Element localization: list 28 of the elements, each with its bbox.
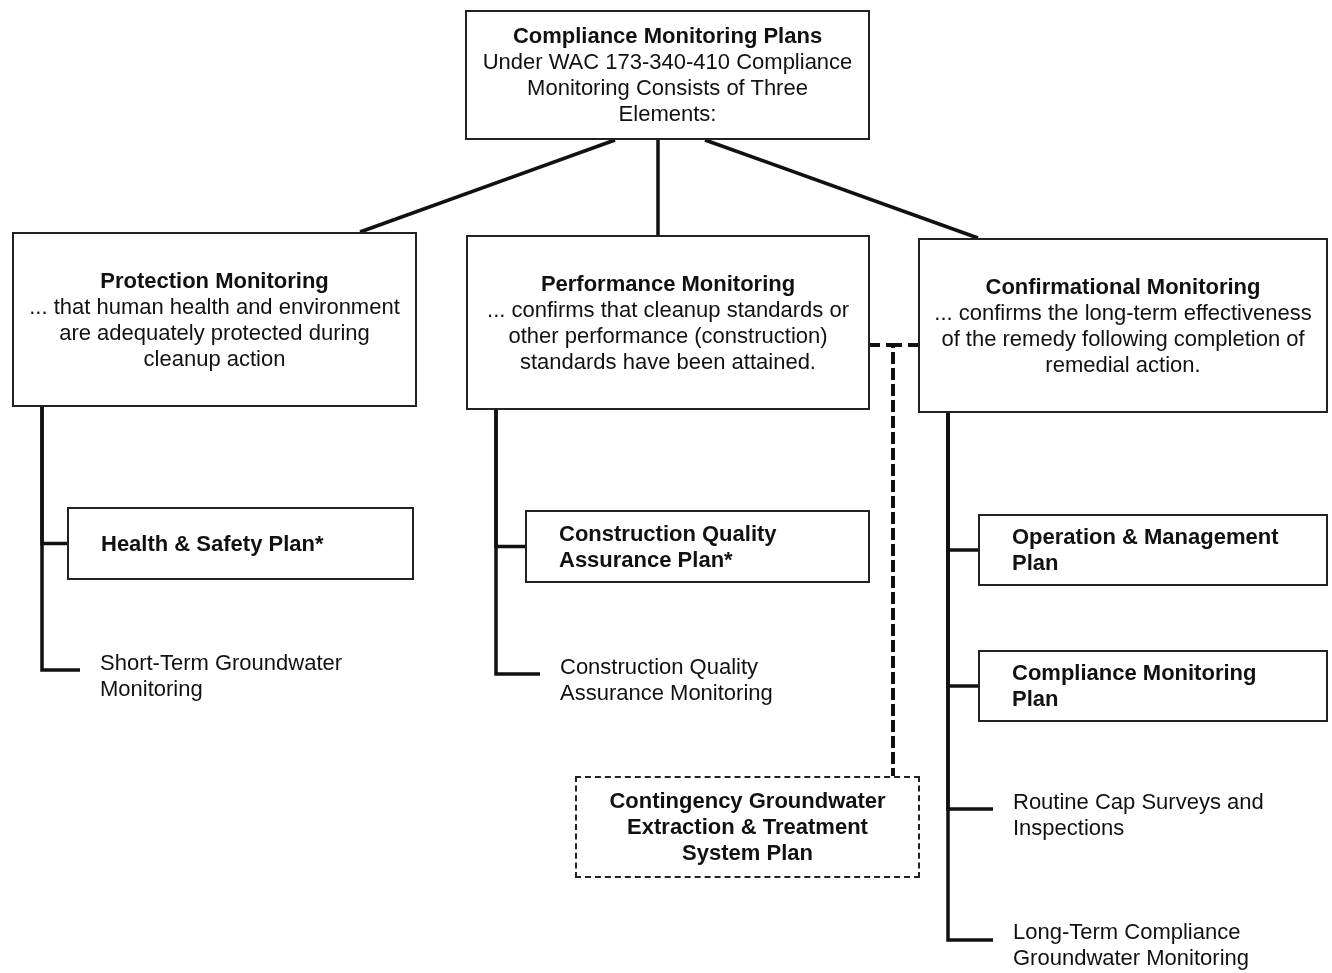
category-box [466,235,870,410]
dashed-connector [891,343,918,776]
plan-box [525,510,870,583]
box-heading: Confirmational Monitoring [985,273,1261,300]
plan-title: Compliance Monitoring Plan [1012,660,1258,712]
plan-title: Contingency Groundwater Extraction & Treatment System Plan [608,788,887,866]
box-description: ... that human health and environment are adequately protected during cleanup action [28,293,401,372]
plan-box [67,507,414,580]
box-description: Under WAC 173-340-410 Compliance Monitoring Consists of Three Elements: [481,49,854,127]
box-heading: Performance Monitoring [540,270,796,297]
box-description: ... confirms that cleanup standards or other performance (construction) standards have been attained. [486,296,850,375]
contingency-plan-box [575,776,920,878]
category-box [465,10,870,140]
box-heading: Protection Monitoring [100,267,329,294]
box-description: ... confirms the long-term effectiveness of the remedy following completion of remedial action. [933,299,1313,378]
category-box [12,232,417,407]
connector-line [656,140,660,235]
category-box [918,238,1328,413]
plan-title: Construction Quality Assurance Plan* [559,520,778,573]
plan-box [978,650,1328,722]
connector-line [40,407,80,672]
connector-line [704,138,979,240]
connector-line [494,410,540,676]
connector-line [359,138,616,234]
plan-title: Health & Safety Plan* [101,530,324,557]
plan-box [978,514,1328,586]
box-heading: Compliance Monitoring Plans [512,23,823,49]
plan-title: Operation & Management Plan [1012,524,1280,576]
